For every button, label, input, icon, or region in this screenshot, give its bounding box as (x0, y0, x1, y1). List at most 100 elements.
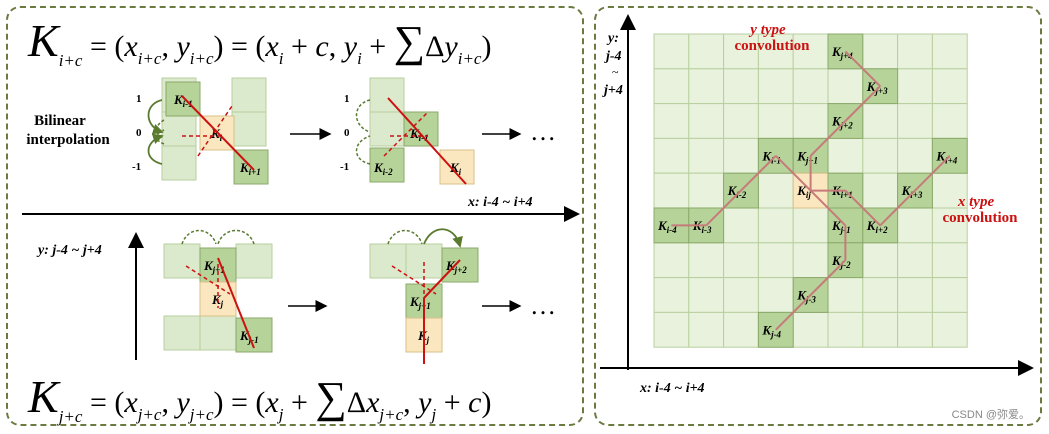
grid-cell-bg (757, 68, 794, 105)
grid-cell-bg (688, 277, 725, 313)
grid-cell-bg (723, 311, 759, 348)
grid-cell-bg (757, 242, 794, 279)
y-axis-r1: y: (606, 31, 619, 46)
svg-text:Ki: Ki (210, 126, 223, 143)
grid-cell-bg (897, 311, 933, 348)
grid-cell-bg (688, 311, 725, 348)
grid-cell-bg (653, 277, 690, 313)
grid-cell-label: Ki+4 (935, 148, 957, 165)
path-segment (809, 120, 847, 157)
grid-cell-bg (653, 311, 690, 348)
grid-cell-bg (723, 103, 759, 139)
grid-cell-bg (827, 137, 864, 174)
svg-text:Kj-1: Kj-1 (239, 328, 259, 345)
grid-cell-bg (931, 242, 968, 279)
grid-cell-bg (897, 103, 933, 139)
path-segment (844, 189, 881, 227)
grid-cell-label: Ki-1 (761, 148, 781, 165)
equation-bottom: Kj+c = (xj+c, yj+c) = (xj + ∑Δxj+c, yj +… (28, 371, 492, 426)
ellipsis-top: … (530, 117, 556, 146)
grid-cell-bg (827, 311, 864, 348)
path-segment (809, 189, 847, 227)
path-segment (844, 85, 881, 122)
grid-cell-bg (757, 103, 794, 139)
grid-cell-bg (862, 277, 899, 313)
grid-cell-bg (792, 68, 829, 105)
grid-cell-bg (688, 33, 725, 70)
svg-text:Ki+1: Ki+1 (239, 160, 261, 177)
grid-cell-bg (931, 33, 968, 70)
y-type-label: y type (748, 22, 786, 38)
grid-cell-bg (688, 137, 725, 174)
grid-cell-bg (897, 137, 933, 174)
grid-cell-bg (862, 103, 899, 139)
path-segment (914, 155, 951, 192)
grid-cell-bg (897, 277, 933, 313)
grid-cell-bg (931, 68, 968, 105)
grid-cell-label: Ki-2 (727, 183, 747, 200)
top-block-2: 1 0 -1 Ki-1 Ki-2 Ki (340, 77, 475, 185)
grid-cell-bg (827, 68, 864, 105)
grid-cell-bg (653, 137, 690, 174)
grid-cell-bg (688, 172, 725, 209)
grid-cell-bg (931, 103, 968, 139)
grid-cell-bg (897, 68, 933, 105)
svg-text:Kj+2: Kj+2 (445, 258, 467, 275)
grid-cell-bg (827, 277, 864, 313)
grid-cell-label: Ki+2 (866, 218, 888, 235)
y-axis-r2: j-4 (604, 49, 622, 64)
left-panel: Ki+c = (xi+c, yi+c) = (xi + c, yi + ∑Δyi… (6, 6, 584, 426)
x-type-label: x type (957, 194, 995, 210)
svg-text:0: 0 (344, 127, 350, 139)
grid-cell-bg (653, 103, 690, 139)
grid-cell-bg (862, 33, 899, 70)
grid-cell-bg (653, 242, 690, 279)
grid-cell-bg (653, 68, 690, 105)
path-segment (809, 259, 847, 296)
x-axis-label-right: x: i-4 ~ i+4 (639, 381, 705, 396)
grid-cell-bg (862, 311, 899, 348)
grid-cell-label: Kj+4 (831, 44, 853, 61)
grid-cell-label: Kj+3 (866, 79, 888, 96)
grid-cell-bg (792, 103, 829, 139)
grid-cell-bg (723, 277, 759, 313)
grid-cell-bg (688, 242, 725, 279)
y-tick-1: 1 (136, 93, 142, 105)
svg-text:Ki-1: Ki-1 (173, 92, 193, 109)
grid-cell-bg (792, 242, 829, 279)
grid-cell-bg (897, 242, 933, 279)
path-segment (775, 155, 812, 192)
grid-cell-label: Kij (796, 183, 811, 200)
grid-cell-bg (723, 207, 759, 244)
y-axis-r4: j+4 (602, 83, 623, 98)
watermark: CSDN @弥爱。 (951, 409, 1030, 421)
grid-cell-bg (862, 137, 899, 174)
svg-text:1: 1 (344, 93, 350, 105)
equation-top: Ki+c = (xi+c, yi+c) = (xi + c, yi + ∑Δyi… (28, 15, 492, 70)
grid-cell-bg (723, 68, 759, 105)
left-diagram: Bilinear interpolation 1 0 -1 Ki-1 Ki Ki… (22, 77, 580, 364)
svg-text:Kj: Kj (211, 292, 224, 309)
grid-cell-bg (653, 33, 690, 70)
grid-cell-label: Ki-4 (657, 218, 677, 235)
svg-text:Ki: Ki (449, 160, 462, 177)
right-panel: Kj+4Kj+3Kj+2Ki-1Kj+1Ki+4Ki-2KijKi+1Ki+3K… (594, 6, 1042, 426)
svg-text:Kj+1: Kj+1 (203, 258, 225, 275)
interpolation-label: interpolation (26, 132, 110, 148)
grid-cell-bg (897, 207, 933, 244)
y-type-label-2: convolution (734, 38, 810, 54)
grid-cell-bg (792, 311, 829, 348)
bottom-block-2: Kj+2 Kj+1 Kj (369, 228, 479, 364)
grid-cells: Kj+4Kj+3Kj+2Ki-1Kj+1Ki+4Ki-2KijKi+1Ki+3K… (653, 33, 968, 348)
grid-cell-label: Kj-3 (796, 288, 816, 305)
grid-cell-bg (897, 33, 933, 70)
grid-cell-bg (931, 311, 968, 348)
convolution-paths (671, 50, 951, 331)
grid-cell-bg (862, 242, 899, 279)
path-segment (705, 189, 742, 227)
grid-cell-bg (757, 207, 794, 244)
grid-cell-bg (688, 103, 725, 139)
grid-cell-bg (757, 277, 794, 313)
grid-cell-label: Kj+2 (831, 114, 853, 131)
svg-text:Ki-2: Ki-2 (373, 160, 393, 177)
